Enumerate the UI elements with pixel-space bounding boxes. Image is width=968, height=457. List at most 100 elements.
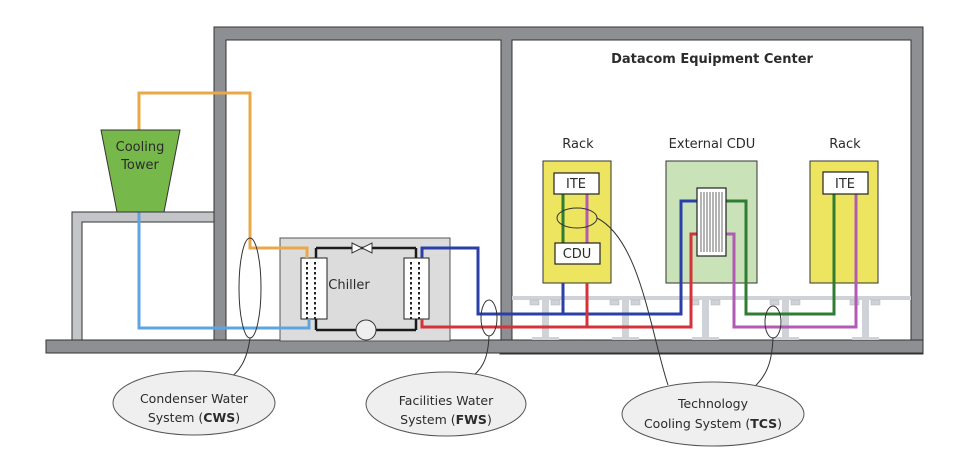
pedestal-base: [692, 337, 719, 340]
hx-dot: [314, 317, 316, 320]
hx-dot: [418, 277, 420, 280]
rack-left-label: Rack: [562, 137, 594, 152]
hx-dot: [314, 282, 316, 285]
hx-dot: [314, 292, 316, 295]
hx-dot: [418, 312, 420, 315]
cws-line1: Condenser Water: [140, 391, 249, 406]
cooling-tower-label-2: Tower: [120, 158, 159, 173]
condenser-water-pipes: [137, 91, 311, 330]
facilities-supply-pipe: [420, 199, 697, 316]
hx-dot: [418, 287, 420, 290]
floor-pedestal: [782, 300, 789, 338]
callout-cws: Condenser Water System (CWS): [112, 370, 276, 436]
hx-dot: [314, 297, 316, 300]
ground-slab: [45, 339, 924, 354]
hx-dot: [410, 287, 412, 290]
hx-dot: [306, 302, 308, 305]
tcs-line1: Technology: [677, 396, 749, 411]
hx-dot: [314, 272, 316, 275]
ite-right-label: ITE: [835, 177, 855, 192]
diagram-title: Datacom Equipment Center: [611, 52, 813, 67]
hx-dot: [410, 317, 412, 320]
rack-right-label: Rack: [829, 137, 861, 152]
floor-bracket: [529, 299, 540, 306]
floor-bracket: [550, 299, 561, 306]
floor-pedestal: [542, 300, 549, 338]
callout-tcs: Technology Cooling System (TCS): [621, 381, 805, 447]
tower-stand: [71, 211, 215, 341]
hx-dot: [410, 292, 412, 295]
tcs-line2: Cooling System (TCS): [644, 416, 782, 431]
hx-dot: [410, 282, 412, 285]
raised-floor: [512, 296, 911, 340]
hx-dot: [306, 297, 308, 300]
floor-bracket: [630, 299, 641, 306]
hx-dot: [410, 262, 412, 265]
hx-dot: [306, 277, 308, 280]
floor-tile-layer: [512, 296, 911, 300]
ite-left-label: ITE: [566, 177, 586, 192]
hx-dot: [314, 287, 316, 290]
pedestal-base: [852, 337, 879, 340]
hx-dots: [306, 262, 420, 320]
hx-dot: [306, 307, 308, 310]
cooling-tower-label-1: Cooling: [116, 140, 165, 155]
hx-dot: [410, 267, 412, 270]
hx-dot: [314, 307, 316, 310]
hx-dot: [306, 262, 308, 265]
hx-dot: [410, 297, 412, 300]
hx-dot: [306, 292, 308, 295]
cdu-fins: [700, 192, 723, 252]
condenser-return-pipe: [137, 212, 311, 330]
cdu-internal: CDU: [554, 242, 601, 265]
fws-line2: System (FWS): [400, 412, 492, 427]
hx-dot: [410, 302, 412, 305]
floor-pedestal: [702, 300, 709, 338]
floor-pedestal: [622, 300, 629, 338]
hx-dot: [306, 312, 308, 315]
hx-dot: [306, 287, 308, 290]
fws-line1: Facilities Water: [399, 393, 494, 408]
floor-bracket: [870, 299, 881, 306]
hx-dot: [410, 307, 412, 310]
floor-bracket: [790, 299, 801, 306]
hx-dot: [306, 282, 308, 285]
hx-dot: [314, 302, 316, 305]
hx-dot: [418, 272, 420, 275]
hx-dot: [410, 312, 412, 315]
tcs-pipes: [561, 192, 858, 329]
cws-line2: System (CWS): [148, 410, 240, 425]
callout-leaders: [225, 207, 782, 389]
floor-bracket: [710, 299, 721, 306]
hx-dot: [314, 262, 316, 265]
tcs-return-right: [726, 194, 858, 329]
floor-bracket: [609, 299, 620, 306]
hx-dot: [418, 317, 420, 320]
pedestal-base: [532, 337, 559, 340]
cooling-tower: Cooling Tower: [100, 129, 181, 213]
floor-bracket: [769, 299, 780, 306]
hx-dot: [418, 267, 420, 270]
hx-dot: [306, 317, 308, 320]
facilities-water-pipes: [420, 199, 697, 329]
facilities-return-pipe: [420, 232, 697, 329]
hx-dot: [418, 282, 420, 285]
ite-right: ITE: [822, 171, 869, 195]
cdu-label: CDU: [563, 247, 592, 262]
hx-dot: [418, 297, 420, 300]
ite-left: ITE: [553, 172, 600, 195]
floor-pedestal: [862, 300, 869, 338]
condenser-supply-pipe: [137, 91, 309, 258]
external-cdu-label: External CDU: [669, 137, 756, 152]
external-cdu-hx: [696, 187, 727, 257]
hx-dot: [314, 267, 316, 270]
pedestal-base: [772, 337, 799, 340]
compressor-icon: [355, 319, 377, 341]
hx-dot: [306, 272, 308, 275]
expansion-valve-icon: [351, 242, 373, 254]
hx-dot: [418, 262, 420, 265]
hx-dot: [314, 312, 316, 315]
hx-dot: [418, 302, 420, 305]
tcs-supply-right: [726, 194, 836, 316]
